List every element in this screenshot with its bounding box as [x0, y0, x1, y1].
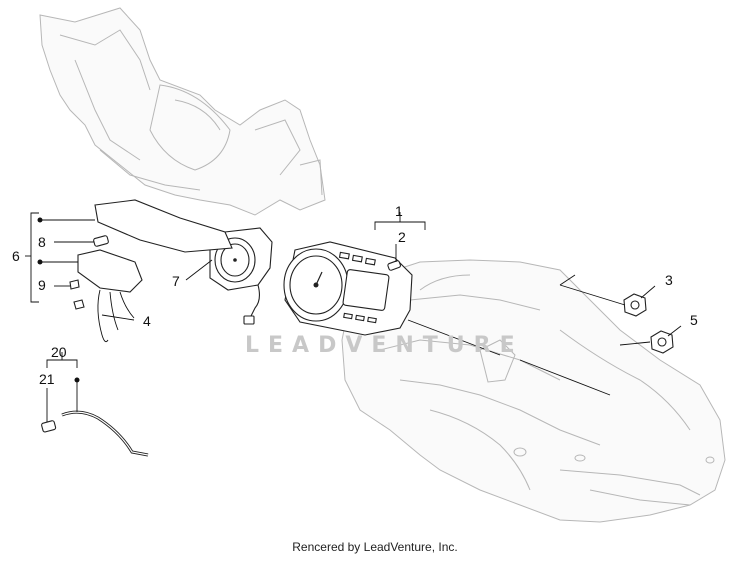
watermark-text: LEADVENTURE	[245, 333, 524, 358]
front-shield-ghost	[341, 259, 726, 523]
callout-3: 3	[665, 272, 673, 288]
render-credit: Rencered by LeadVenture, Inc.	[292, 540, 458, 554]
handlebar-cover-ghost	[39, 7, 326, 216]
leader-lines	[25, 212, 682, 422]
switch-housing	[77, 199, 233, 293]
indicator-bulb	[387, 260, 401, 271]
callout-4: 4	[143, 313, 151, 329]
callout-20: 20	[51, 344, 67, 360]
callout-21: 21	[39, 371, 55, 387]
callout-5: 5	[690, 312, 698, 328]
wiring-harness	[97, 289, 135, 343]
screw	[69, 279, 85, 310]
callout-2: 2	[398, 229, 406, 245]
nut-5	[650, 330, 674, 354]
speedometer-cable	[41, 410, 149, 457]
instrument-cluster	[283, 241, 413, 336]
callout-8: 8	[38, 234, 46, 250]
leader-dots	[37, 217, 80, 383]
callout-7: 7	[172, 273, 180, 289]
nut-3	[623, 293, 647, 317]
callout-9: 9	[38, 277, 46, 293]
callout-1: 1	[395, 203, 403, 219]
callout-6: 6	[12, 248, 20, 264]
